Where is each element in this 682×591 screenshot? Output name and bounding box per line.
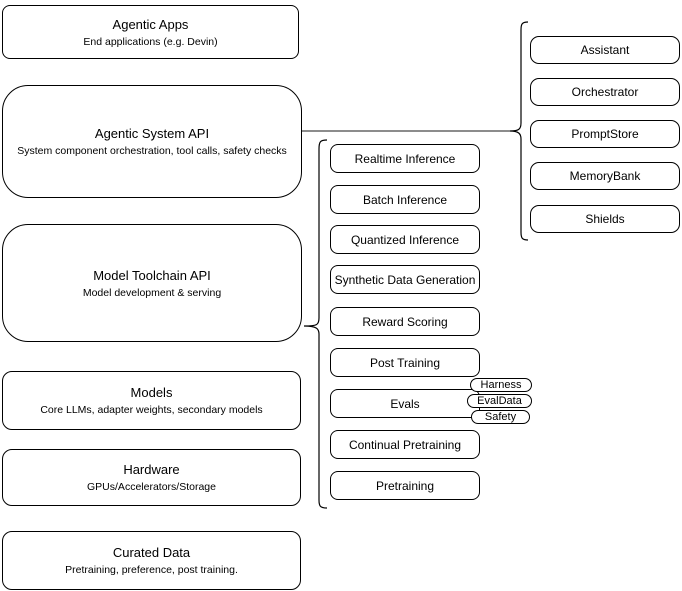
node-pretraining: Pretraining — [330, 471, 480, 500]
pill-label: EvalData — [477, 394, 522, 407]
node-quantized-inference: Quantized Inference — [330, 225, 480, 254]
node-title: Agentic Apps — [112, 16, 189, 32]
node-batch-inference: Batch Inference — [330, 185, 480, 214]
node-memorybank: MemoryBank — [530, 162, 680, 190]
node-orchestrator: Orchestrator — [530, 78, 680, 106]
node-curated-data: Curated Data Pretraining, preference, po… — [2, 531, 301, 590]
node-label: Orchestrator — [571, 85, 639, 99]
node-label: Realtime Inference — [354, 151, 456, 166]
node-promptstore: PromptStore — [530, 120, 680, 148]
node-realtime-inference: Realtime Inference — [330, 144, 480, 173]
node-model-toolchain-api: Model Toolchain API Model development & … — [2, 224, 302, 342]
node-models: Models Core LLMs, adapter weights, secon… — [2, 371, 301, 430]
node-label: Shields — [585, 212, 625, 226]
node-label: PromptStore — [571, 127, 639, 141]
node-subtitle: System component orchestration, tool cal… — [17, 145, 287, 157]
node-label: Post Training — [369, 355, 441, 370]
node-label: Continual Pretraining — [348, 437, 462, 452]
node-label: Quantized Inference — [350, 232, 460, 247]
node-subtitle: GPUs/Accelerators/Storage — [87, 481, 216, 493]
brace-toolchain-group — [303, 139, 328, 509]
pill-safety: Safety — [471, 410, 530, 424]
node-label: Assistant — [580, 43, 630, 57]
node-synthetic-data-generation: Synthetic Data Generation — [330, 265, 480, 294]
node-shields: Shields — [530, 205, 680, 233]
node-title: Hardware — [123, 462, 180, 477]
node-title: Curated Data — [112, 545, 191, 560]
node-label: Synthetic Data Generation — [334, 272, 476, 287]
node-post-training: Post Training — [330, 348, 480, 377]
pill-harness: Harness — [470, 378, 532, 392]
node-subtitle: End applications (e.g. Devin) — [83, 35, 218, 48]
node-title: Models — [130, 385, 173, 400]
node-assistant: Assistant — [530, 36, 680, 64]
node-title: Model Toolchain API — [93, 267, 211, 283]
node-subtitle: Core LLMs, adapter weights, secondary mo… — [40, 404, 263, 416]
node-label: Batch Inference — [362, 192, 448, 207]
node-label: Reward Scoring — [362, 314, 448, 329]
pill-evaldata: EvalData — [467, 394, 532, 408]
node-hardware: Hardware GPUs/Accelerators/Storage — [2, 449, 301, 506]
node-subtitle: Pretraining, preference, post training. — [65, 564, 238, 576]
node-reward-scoring: Reward Scoring — [330, 307, 480, 336]
node-label: MemoryBank — [569, 169, 641, 183]
node-agentic-apps: Agentic Apps End applications (e.g. Devi… — [2, 5, 299, 59]
node-label: Evals — [390, 396, 420, 411]
node-title: Agentic System API — [94, 126, 210, 141]
pill-label: Harness — [480, 378, 522, 391]
node-label: Pretraining — [375, 478, 435, 493]
brace-components-group — [509, 21, 529, 241]
node-subtitle: Model development & serving — [82, 286, 222, 299]
node-continual-pretraining: Continual Pretraining — [330, 430, 480, 459]
pill-label: Safety — [484, 410, 517, 423]
node-agentic-system-api: Agentic System API System component orch… — [2, 85, 302, 198]
node-evals: Evals — [330, 389, 480, 418]
